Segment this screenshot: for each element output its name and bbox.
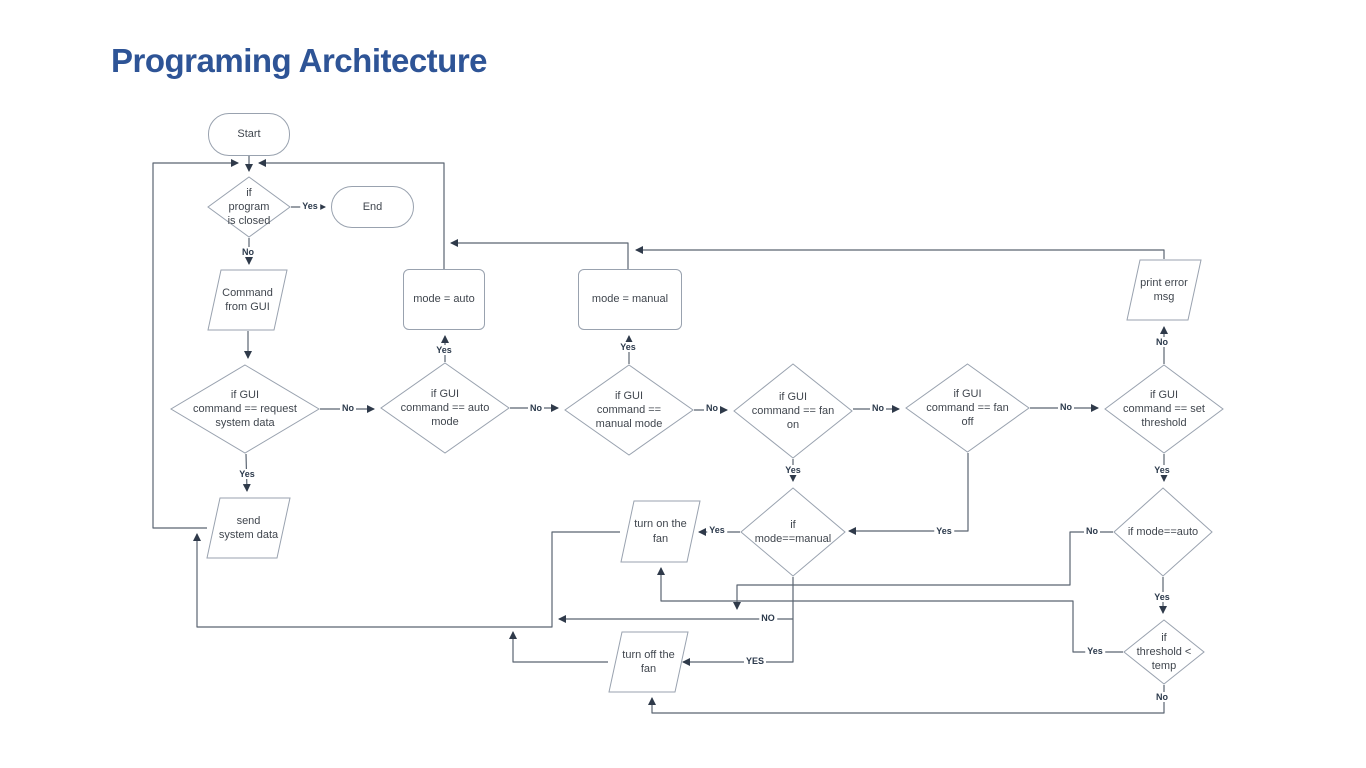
node-mode-auto: mode = auto: [403, 269, 485, 330]
node-label: turn on the fan: [634, 518, 687, 545]
diamond-shape: [1104, 364, 1224, 454]
parallelogram-shape: [206, 497, 291, 559]
node-if-auto-mode: if GUI command == auto mode: [380, 362, 510, 454]
node-end: End: [331, 186, 414, 228]
node-label: if mode==auto: [1127, 525, 1199, 538]
edge-label-threshold-yes: Yes: [1152, 465, 1172, 475]
diamond-shape: [1123, 619, 1205, 685]
node-if-set-threshold: if GUI command == set threshold: [1104, 364, 1224, 454]
diamond-shape: [1113, 487, 1213, 577]
edge-label-manualchk-no: NO: [759, 613, 777, 623]
diamond-shape: [380, 362, 510, 454]
parallelogram-shape: [207, 269, 288, 331]
edge-label-request-no: No: [340, 403, 356, 413]
edge-label-closed-no: No: [240, 247, 256, 257]
node-start: Start: [208, 113, 290, 156]
edge-manualchk-yes-down: [682, 577, 794, 666]
edge-return-from-print-error: [635, 246, 1165, 259]
node-if-mode-manual: if mode==manual: [740, 487, 846, 577]
node-turn-off-the-fan: turn off the fan: [608, 631, 689, 693]
edge-thresholdchk-no: [648, 685, 1165, 714]
edge-thresholdchk-yes: [657, 567, 1123, 653]
node-send-system-data: send system data: [206, 497, 291, 559]
edge-fanoff-yes: [848, 453, 969, 535]
diamond-shape: [207, 176, 291, 238]
parallelogram-shape: [608, 631, 689, 693]
node-if-program-is-closed: if program is closed: [207, 176, 291, 238]
parallelogram-shape: [1126, 259, 1202, 321]
node-label: if program is closed: [227, 186, 271, 228]
edge-label-closed-yes: Yes: [300, 201, 320, 211]
edge-label-auto-yes: Yes: [434, 345, 454, 355]
edge-return-from-send-data: [152, 159, 239, 529]
node-label: if GUI command == request system data: [193, 388, 297, 430]
edge-turnon-out: [193, 531, 620, 628]
node-if-mode-auto: if mode==auto: [1113, 487, 1213, 577]
edge-label-auto-no: No: [528, 403, 544, 413]
edge-label-manual-yes: Yes: [618, 342, 638, 352]
node-label: if threshold < temp: [1136, 631, 1192, 673]
node-label: if mode==manual: [754, 518, 832, 545]
node-label: Start: [237, 128, 261, 141]
edge-label-manualchk-yes: Yes: [707, 525, 727, 535]
edge-label-fanon-no: No: [870, 403, 886, 413]
page-title: Programing Architecture: [111, 42, 488, 79]
node-label: if GUI command == set threshold: [1123, 388, 1205, 430]
node-label: if GUI command == fan on: [751, 390, 835, 432]
edge-return-from-mode-manual: [450, 239, 629, 269]
edge-label-fanoff-yes: Yes: [934, 526, 954, 536]
edge-return-from-mode-auto: [258, 159, 445, 269]
node-label: mode = manual: [591, 293, 669, 306]
edge-label-modeauto-yes: Yes: [1152, 592, 1172, 602]
edge-turnoff-out: [509, 631, 608, 663]
edge-label-manual-no: No: [704, 403, 720, 413]
edge-label-thresholdchk-yes: Yes: [1085, 646, 1105, 656]
diamond-shape: [170, 364, 320, 454]
node-label: if GUI command == auto mode: [400, 387, 490, 429]
node-turn-on-the-fan: turn on the fan: [620, 500, 701, 563]
parallelogram-shape: [620, 500, 701, 563]
edge-label-request-yes: Yes: [237, 469, 257, 479]
node-if-request-system-data: if GUI command == request system data: [170, 364, 320, 454]
node-label: send system data: [218, 514, 279, 541]
node-command-from-gui: Command from GUI: [207, 269, 288, 331]
node-label: mode = auto: [413, 293, 475, 306]
node-label: if GUI command == manual mode: [595, 389, 663, 431]
diamond-shape: [905, 363, 1030, 453]
edge-label-thresholdchk-no: No: [1154, 692, 1170, 702]
edge-label-modeauto-no: No: [1084, 526, 1100, 536]
edge-label-manualchk-yes2: YES: [743, 656, 767, 666]
node-label: End: [362, 200, 383, 213]
node-if-threshold-lt-temp: if threshold < temp: [1123, 619, 1205, 685]
diamond-shape: [740, 487, 846, 577]
node-mode-manual: mode = manual: [578, 269, 682, 330]
node-if-fan-off: if GUI command == fan off: [905, 363, 1030, 453]
node-label: print error msg: [1140, 276, 1188, 303]
edge-label-threshold-no: No: [1154, 337, 1170, 347]
edge-label-fanoff-no: No: [1058, 402, 1074, 412]
node-if-fan-on: if GUI command == fan on: [733, 363, 853, 459]
node-print-error-msg: print error msg: [1126, 259, 1202, 321]
node-label: turn off the fan: [622, 648, 675, 675]
edge-label-fanon-yes: Yes: [783, 465, 803, 475]
node-label: Command from GUI: [222, 286, 273, 313]
node-if-manual-mode: if GUI command == manual mode: [564, 364, 694, 456]
diamond-shape: [733, 363, 853, 459]
node-label: if GUI command == fan off: [926, 387, 1009, 429]
diamond-shape: [564, 364, 694, 456]
